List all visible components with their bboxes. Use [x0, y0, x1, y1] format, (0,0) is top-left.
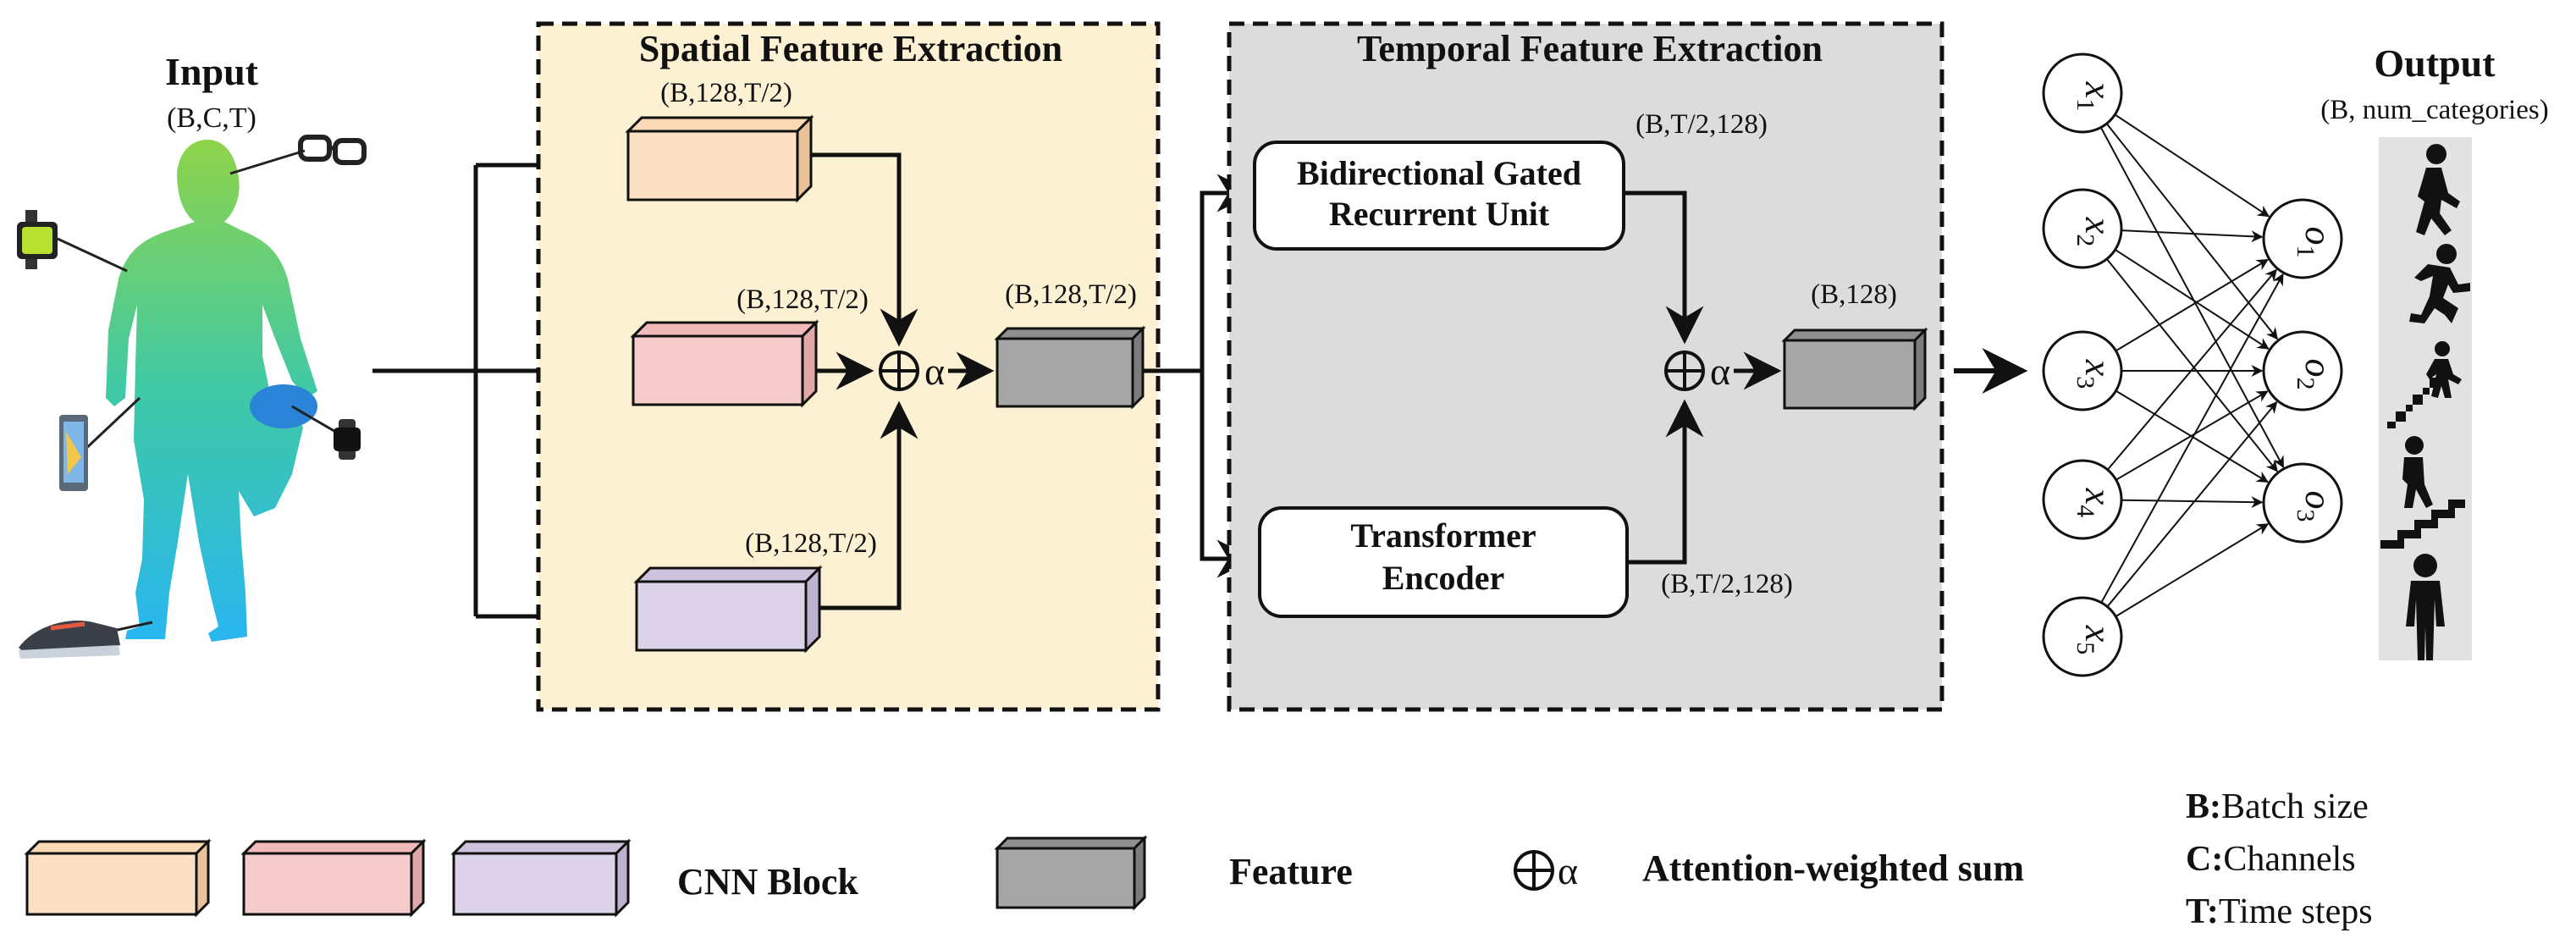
temporal-feature-extraction-panel: Temporal Feature Extraction Bidirectiona…	[1227, 21, 1944, 712]
walking-icon	[2416, 144, 2460, 235]
input-node-1: x1	[2042, 52, 2123, 134]
input-node-label: x5	[2071, 625, 2119, 655]
input-title: Input	[165, 50, 259, 93]
cnn-block-purple	[633, 565, 823, 654]
smart-shoe-icon	[19, 621, 120, 659]
output-section: Output (B, num_categories)	[2320, 41, 2549, 660]
cnn-block-orange	[625, 114, 814, 203]
input-section: Input (B,C,T)	[17, 50, 367, 659]
network-edge	[2106, 268, 2277, 471]
temporal-alpha: α	[1710, 350, 1730, 393]
spatial-fused-shape: (B,128,T/2)	[1005, 279, 1137, 310]
input-shape: (B,C,T)	[167, 102, 256, 134]
spatial-title: Spatial Feature Extraction	[639, 28, 1062, 69]
input-node-5: x5	[2042, 596, 2123, 677]
network-edge	[2115, 249, 2270, 350]
legend-def-time: T:Time steps	[2186, 892, 2373, 931]
temporal-title: Temporal Feature Extraction	[1357, 28, 1823, 69]
attention-sum-icon-temporal	[1664, 351, 1705, 391]
branch-top-shape: (B,128,T/2)	[660, 78, 792, 108]
smartwatch-icon	[17, 210, 58, 269]
branch-mid-shape: (B,128,T/2)	[736, 284, 869, 315]
legend-def-channels: C:Channels	[2186, 840, 2356, 879]
smartphone-icon	[59, 415, 88, 491]
bigru-shape: (B,T/2,128)	[1636, 109, 1768, 140]
cnn-block-pink	[630, 319, 819, 408]
network-edge	[2099, 127, 2285, 468]
stairs-up-icon	[2387, 341, 2462, 428]
output-node-label: o3	[2292, 491, 2339, 522]
ball-icon	[250, 384, 317, 428]
legend-cnn-purple	[450, 838, 632, 918]
legend-def-batch: B:Batch size	[2186, 787, 2369, 826]
legend-feature-block	[994, 835, 1148, 911]
network-edge	[2115, 390, 2269, 481]
branch-bot-shape: (B,128,T/2)	[745, 528, 877, 559]
wrist-sensor-icon	[334, 419, 361, 460]
network-edge	[2121, 229, 2264, 243]
stairs-down-icon	[2380, 436, 2465, 549]
legend-sum-icon	[1514, 850, 1554, 891]
human-body-silhouette	[106, 140, 317, 642]
network-edge	[2106, 400, 2278, 608]
standing-icon	[2406, 554, 2445, 660]
spatial-alpha: α	[924, 350, 945, 393]
network-edge	[2115, 258, 2270, 352]
spatial-feature-block	[994, 325, 1146, 410]
output-shape: (B, num_categories)	[2320, 95, 2548, 125]
input-node-3: x3	[2042, 330, 2123, 411]
attention-sum-icon	[879, 351, 919, 391]
network-edges	[2099, 113, 2285, 617]
running-icon	[2409, 244, 2470, 323]
legend: CNN Block Feature α Attention-weighted s…	[24, 787, 2373, 931]
input-node-4: x4	[2042, 459, 2123, 540]
input-node-label: x4	[2071, 488, 2119, 518]
output-node-label: o2	[2292, 359, 2339, 390]
bigru-label-line2: Recurrent Unit	[1329, 195, 1550, 233]
transformer-label-line2: Encoder	[1382, 559, 1504, 597]
transformer-shape: (B,T/2,128)	[1661, 569, 1793, 599]
network-edge	[2114, 113, 2270, 218]
temporal-feature-block	[1781, 327, 1928, 411]
input-node-2: x2	[2042, 188, 2123, 269]
spatial-feature-extraction-panel: Spatial Feature Extraction (B,128,T/2) (…	[536, 21, 1161, 712]
legend-sum-label: Attention-weighted sum	[1642, 847, 2024, 889]
transformer-label-line1: Transformer	[1350, 516, 1536, 555]
network-edge	[2121, 496, 2264, 509]
legend-cnn-orange	[24, 838, 212, 918]
output-node-2: o2	[2262, 330, 2343, 411]
legend-cnn-pink	[240, 838, 427, 918]
output-title: Output	[2374, 41, 2496, 85]
smart-glasses-icon	[298, 135, 367, 165]
input-node-label: x2	[2071, 217, 2119, 247]
network-nodes: x1 x2 x3 x4 x5 o1 o2 o3	[2042, 52, 2343, 677]
legend-feature-label: Feature	[1229, 851, 1353, 892]
temporal-fused-shape: (B,128)	[1811, 279, 1897, 310]
output-node-label: o1	[2292, 227, 2339, 258]
legend-alpha: α	[1558, 849, 1578, 892]
input-node-label: x3	[2071, 359, 2119, 389]
output-node-1: o1	[2262, 198, 2343, 279]
bigru-label-line1: Bidirectional Gated	[1297, 154, 1581, 192]
legend-cnn-label: CNN Block	[677, 861, 858, 903]
input-node-label: x1	[2071, 81, 2119, 112]
network-edge	[2115, 523, 2270, 617]
output-node-3: o3	[2262, 462, 2343, 544]
network-edge	[2100, 273, 2284, 604]
bigru-box	[1253, 141, 1625, 251]
